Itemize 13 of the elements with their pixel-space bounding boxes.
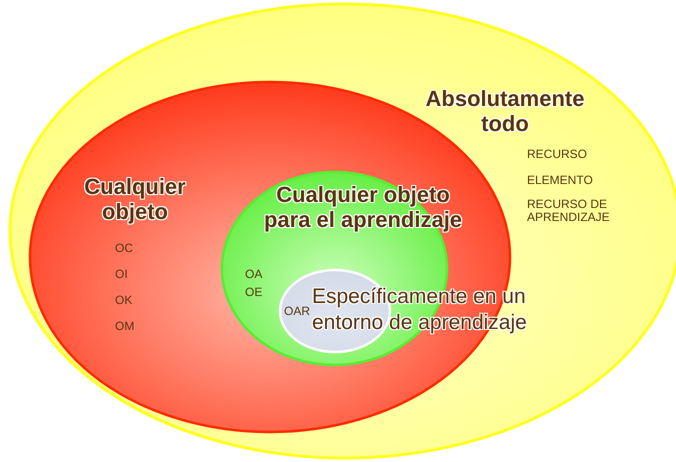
abbreviation-label: RECURSO	[527, 148, 588, 162]
abbreviation-label: OA	[245, 268, 264, 282]
abbreviation-label: OE	[245, 286, 264, 300]
abbreviation-label: OM	[115, 320, 136, 334]
abbreviation-label: RECURSO DE APRENDIZAJE	[527, 198, 611, 224]
ellipse-region	[10, 4, 676, 458]
region-heading: Cualquier objeto	[83, 174, 187, 225]
abbreviation-label: OC	[115, 242, 134, 256]
abbreviation-label: OI	[115, 268, 129, 282]
abbreviation-label: OK	[115, 294, 134, 308]
region-heading: Absolutamente todo	[424, 86, 586, 137]
abbreviation-label: OAR	[284, 305, 312, 318]
abbreviation-label: ELEMENTO	[527, 174, 594, 188]
